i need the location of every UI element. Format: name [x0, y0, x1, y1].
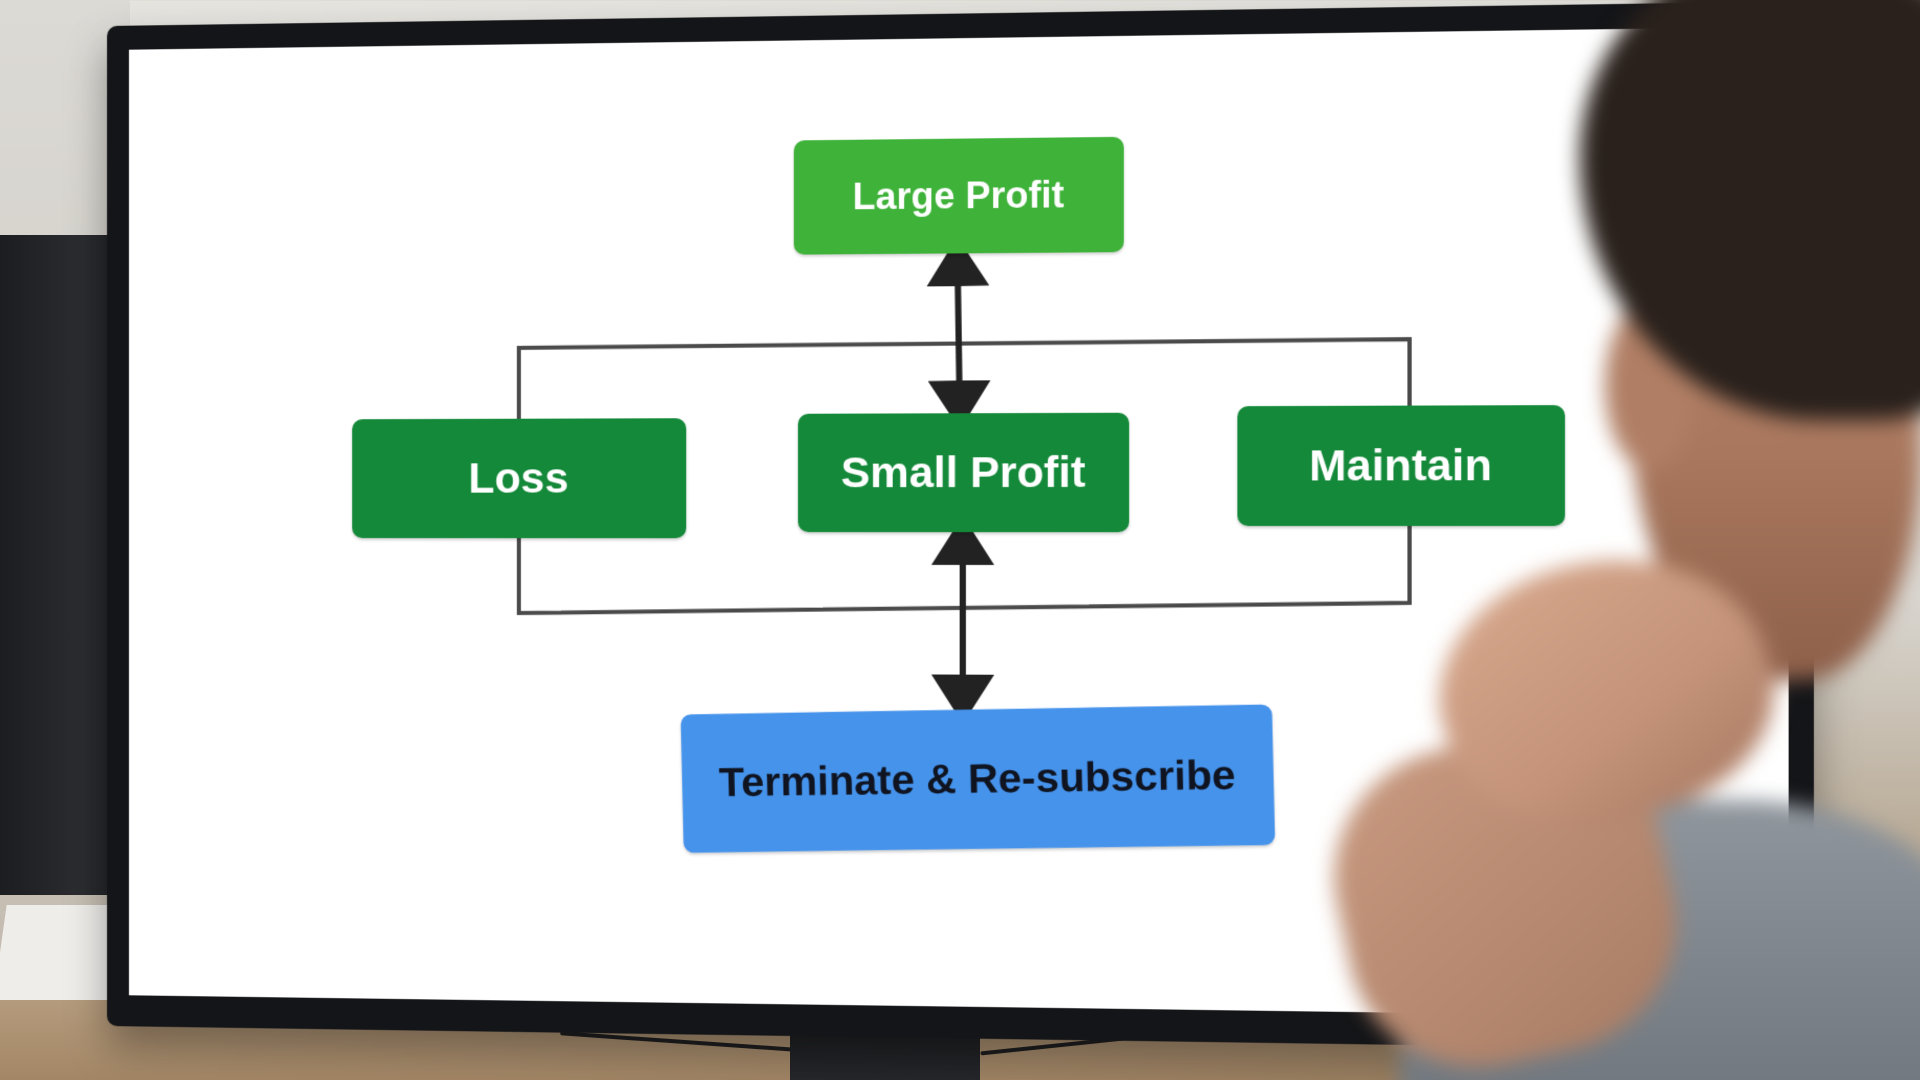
speaker [0, 235, 118, 1080]
node-label: Small Profit [840, 447, 1086, 497]
node-label: Large Profit [852, 173, 1065, 218]
node-large-profit: Large Profit [793, 136, 1124, 255]
node-small-profit: Small Profit [797, 412, 1130, 533]
person-foreground [1310, 0, 1920, 1080]
arrow-top-to-middle [958, 262, 960, 405]
node-label: Terminate & Re-subscribe [718, 752, 1237, 805]
node-loss: Loss [352, 418, 687, 539]
node-label: Loss [468, 454, 569, 502]
node-terminate-resubscribe: Terminate & Re-subscribe [680, 704, 1276, 853]
